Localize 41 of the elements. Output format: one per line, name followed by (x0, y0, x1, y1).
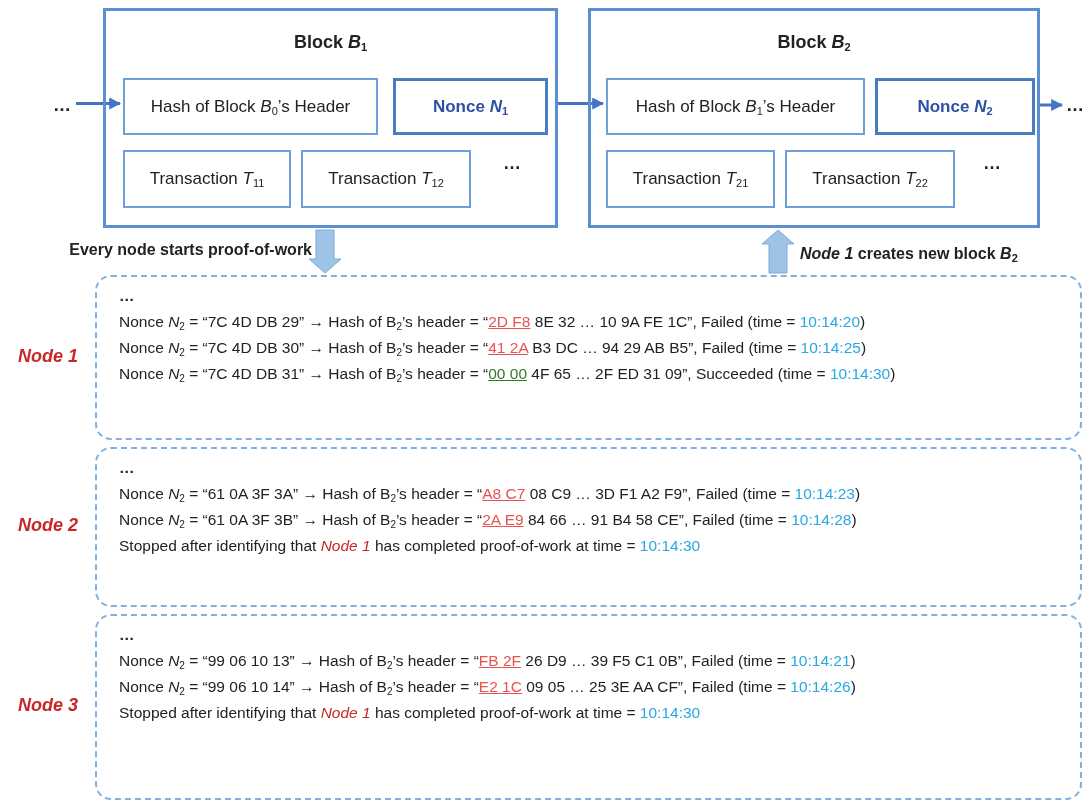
log-panel (95, 275, 1082, 440)
log-line: Nonce N$_{2}$ = “7C 4D DB 29” → Hash of B$_{2}$’s header = “2D F8 8E 32 … 10 9A FE 1C”, Failed (time = 10:14:20) (119, 312, 866, 334)
block-arrow (761, 229, 795, 274)
block-title: Block B$_{2}$ (776, 31, 852, 55)
ellipsis: … (119, 458, 135, 478)
nonce-box: Nonce N$_{1}$ (393, 78, 548, 135)
ellipsis: … (1062, 90, 1088, 120)
nonce-box: Nonce N$_{2}$ (875, 78, 1035, 135)
edge-label: Every node starts proof-of-work (68, 240, 312, 260)
edge-label: Node 1 creates new block B$_{2}$ (800, 244, 1019, 266)
field-box: Hash of Block B$_{1}$’s Header (606, 78, 865, 135)
arrow (558, 97, 605, 110)
arrow (1040, 99, 1064, 111)
log-line: Nonce N$_{2}$ = “61 0A 3F 3B” → Hash of B$_{2}$’s header = “2A E9 84 66 … 91 B4 58 CE”, Failed (time = 10:14:28) (119, 510, 857, 532)
block-arrow (308, 229, 342, 274)
node-name: Node 3 (17, 694, 79, 717)
log-line: Nonce N$_{2}$ = “99 06 10 14” → Hash of B$_{2}$’s header = “E2 1C 09 05 … 25 3E AA CF”, Failed (time = 10:14:26) (119, 677, 856, 699)
log-panel (95, 614, 1082, 800)
log-line: Stopped after identifying that Node 1 has completed proof-of-work at time = 10:14:30 (119, 703, 701, 723)
log-panel (95, 447, 1082, 607)
log-line: Nonce N$_{2}$ = “61 0A 3F 3A” → Hash of B$_{2}$’s header = “A8 C7 08 C9 … 3D F1 A2 F9”, Failed (time = 10:14:23) (119, 484, 861, 506)
field-box: Hash of Block B$_{0}$’s Header (123, 78, 378, 135)
ellipsis: … (982, 152, 1002, 175)
ellipsis: … (48, 90, 76, 120)
ellipsis: … (502, 152, 522, 175)
block-box (103, 8, 558, 228)
arrow (76, 97, 122, 110)
log-line: Nonce N$_{2}$ = “99 06 10 13” → Hash of B$_{2}$’s header = “FB 2F 26 D9 … 39 F5 C1 0B”, Failed (time = 10:14:21) (119, 651, 856, 673)
field-box: Transaction T$_{21}$ (606, 150, 775, 208)
node-name: Node 2 (17, 514, 79, 537)
block-box (588, 8, 1040, 228)
ellipsis: … (119, 286, 135, 306)
node-name: Node 1 (17, 344, 79, 368)
field-box: Transaction T$_{11}$ (123, 150, 291, 208)
block-title: Block B$_{1}$ (292, 31, 369, 55)
log-line: Nonce N$_{2}$ = “7C 4D DB 31” → Hash of B$_{2}$’s header = “00 00 4F 65 … 2F ED 31 09”, Succeeded (time = 10:14:30) (119, 364, 896, 386)
log-line: Nonce N$_{2}$ = “7C 4D DB 30” → Hash of B$_{2}$’s header = “41 2A B3 DC … 94 29 AB B5”, Failed (time = 10:14:25) (119, 338, 867, 360)
field-box: Transaction T$_{22}$ (785, 150, 955, 208)
log-line: Stopped after identifying that Node 1 has completed proof-of-work at time = 10:14:30 (119, 536, 701, 556)
field-box: Transaction T$_{12}$ (301, 150, 471, 208)
ellipsis: … (119, 625, 135, 645)
